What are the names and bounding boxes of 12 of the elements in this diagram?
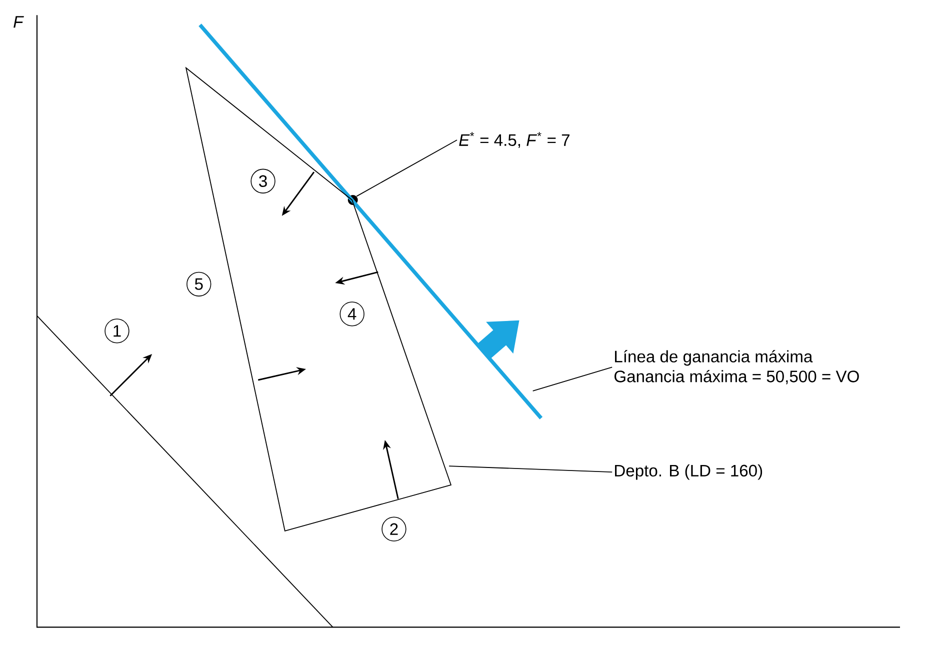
callout-number: 5 <box>186 272 212 296</box>
callout-number: 4 <box>340 302 364 326</box>
leader-line <box>448 466 613 473</box>
annotation-text: Depto. B (LD = 160) <box>615 464 762 480</box>
annotation-text: E$^{*}$ = 4.5, F$^{*}$ = 7 <box>459 132 570 148</box>
callout-number: 2 <box>382 516 406 542</box>
callout-number: 1 <box>104 318 130 344</box>
leader-line <box>356 140 458 197</box>
callout-number: 3 <box>250 168 276 194</box>
annotation-text: Línea de ganancia máxima Ganancia máxima = 50,500 = VO <box>614 350 859 384</box>
axis-label: F <box>14 16 24 28</box>
leader-line <box>532 366 613 392</box>
